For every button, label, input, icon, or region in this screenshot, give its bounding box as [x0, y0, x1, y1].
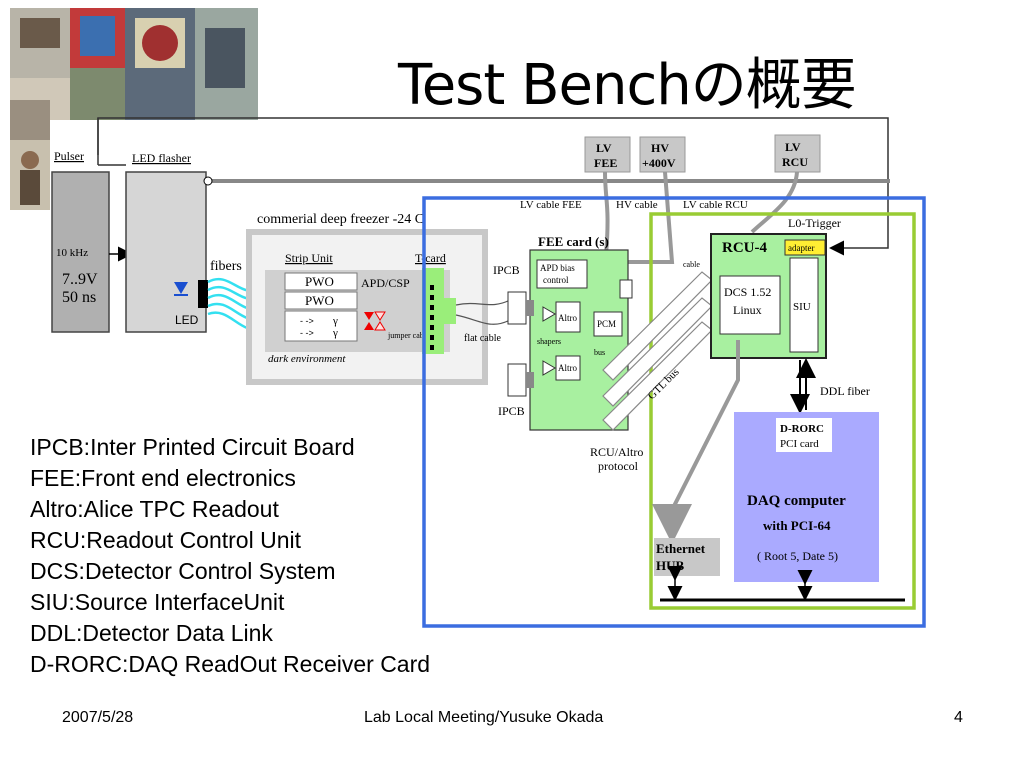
pwo2: PWO	[305, 293, 334, 308]
ipcb-bottom: IPCB	[498, 404, 525, 418]
lv-cable-fee-label: LV cable FEE	[520, 199, 582, 211]
daq-3: ( Root 5, Date 5)	[757, 549, 838, 563]
hub-box	[654, 538, 720, 576]
footer-center: Lab Local Meeting/Yusuke Okada	[364, 709, 604, 726]
strip-unit-label: Strip Unit	[285, 251, 333, 265]
bus-label: bus	[594, 348, 605, 357]
legend-item: IPCB:Inter Printed Circuit Board	[30, 434, 355, 460]
dcs-2: Linux	[733, 303, 762, 317]
lv-fee-1: LV	[596, 141, 612, 155]
slide-title: Test Benchの概要	[398, 53, 857, 118]
fee-label: FEE card (s)	[538, 234, 609, 249]
abbreviation-legend: IPCB:Inter Printed Circuit Board FEE:Fro…	[30, 432, 430, 680]
gamma1: γ	[332, 315, 338, 327]
green-frame	[649, 212, 916, 610]
drorc-2: PCI card	[780, 438, 819, 450]
rcu-altro-2: protocol	[598, 459, 639, 473]
lv-cable-rcu-label: LV cable RCU	[683, 199, 748, 211]
daq-1: DAQ computer	[747, 493, 846, 509]
ddl-fiber-label: DDL fiber	[820, 384, 870, 398]
drorc-1: D-RORC	[780, 423, 824, 435]
lv-rcu-box	[774, 134, 821, 173]
gamma2: γ	[332, 327, 338, 339]
gtl-bus	[602, 271, 713, 431]
legend-item: DCS:Detector Control System	[30, 558, 336, 584]
legend-item: D-RORC:DAQ ReadOut Receiver Card	[30, 651, 431, 677]
legend-item: SIU:Source InterfaceUnit	[30, 589, 285, 615]
lv-fee-box	[584, 136, 631, 173]
hv-cable-label: HV cable	[616, 199, 658, 211]
svg-text:- ->: - ->	[300, 328, 314, 338]
svg-text:- ->: - ->	[300, 316, 314, 326]
rcu-label: RCU-4	[722, 240, 767, 256]
pulser-box	[51, 171, 110, 333]
apd-bias-2: control	[543, 275, 569, 285]
legend-item: FEE:Front end electronics	[30, 465, 296, 491]
altro-2: Altro	[558, 363, 577, 373]
hub-1: Ethernet	[656, 541, 706, 556]
tcard	[422, 268, 444, 354]
led-icon	[174, 282, 188, 294]
adapter-label: adapter	[788, 243, 814, 253]
footer-page-number: 4	[954, 709, 963, 726]
person-photo	[10, 100, 50, 210]
legend-item: Altro:Alice TPC Readout	[30, 496, 279, 522]
legend-item: RCU:Readout Control Unit	[30, 527, 302, 553]
freezer-label: commerial deep freezer -24 C	[257, 212, 424, 227]
fibers-label: fibers	[210, 259, 242, 274]
dcs-1: DCS 1.52	[724, 285, 771, 299]
hub-2: HUB	[656, 558, 685, 573]
flat-cable-label: flat cable	[464, 333, 501, 344]
apd-label: APD/CSP	[361, 276, 410, 290]
cable-label: cable	[683, 260, 700, 269]
daq-2: with PCI-64	[763, 518, 831, 533]
detector-photo	[10, 8, 258, 120]
rcu-altro-1: RCU/Altro	[590, 445, 643, 459]
hv-2: +400V	[642, 156, 676, 170]
led-flasher-box	[125, 171, 207, 333]
footer-date: 2007/5/28	[62, 709, 134, 726]
lv-rcu-1: LV	[785, 140, 801, 154]
tcard-label: T-card	[415, 251, 446, 265]
l0-trigger-label: L0-Trigger	[788, 216, 841, 230]
jumper-label: jumper cables	[387, 331, 433, 340]
siu-label: SIU	[793, 301, 811, 313]
hv-box	[639, 136, 686, 173]
apd-bias-1: APD bias	[540, 263, 575, 273]
pulser-voltage: 7..9V	[62, 271, 98, 288]
pcm-label: PCM	[597, 319, 616, 329]
altro-1: Altro	[558, 313, 577, 323]
shapers-label: shapers	[537, 337, 561, 346]
legend-item: DDL:Detector Data Link	[30, 620, 273, 646]
led-flasher-label: LED flasher	[132, 151, 191, 165]
pwo1: PWO	[305, 274, 334, 289]
blue-frame	[422, 196, 926, 628]
lv-rcu-2: RCU	[782, 155, 808, 169]
hv-1: HV	[651, 141, 669, 155]
pulser-width: 50 ns	[62, 289, 96, 306]
dark-env-label: dark environment	[268, 353, 346, 365]
pulser-label: Pulser	[54, 149, 84, 163]
lv-fee-2: FEE	[594, 156, 617, 170]
led-label: LED	[175, 313, 199, 327]
ipcb-top: IPCB	[493, 263, 520, 277]
pulser-freq: 10 kHz	[56, 247, 88, 259]
